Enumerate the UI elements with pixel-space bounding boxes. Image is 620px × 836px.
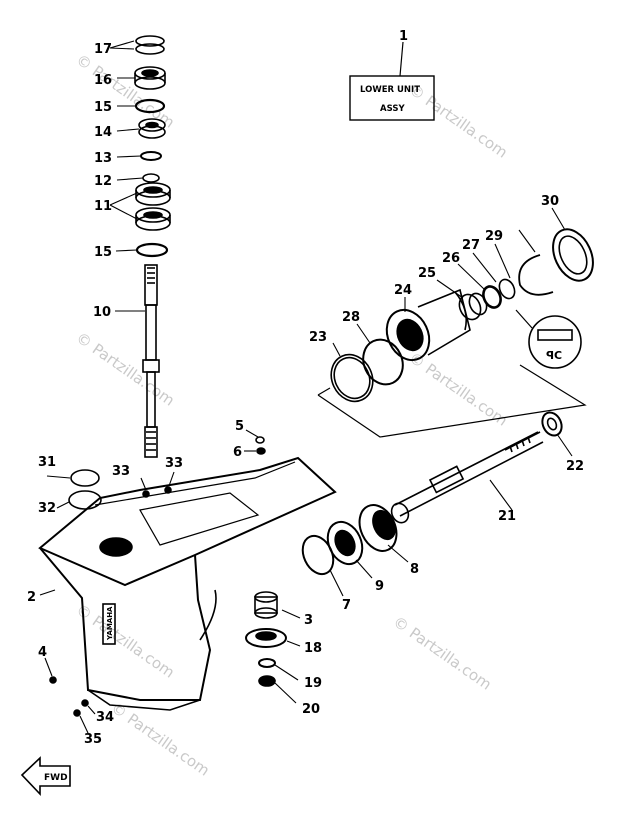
callout-14: 14: [94, 125, 112, 140]
part-30-ring-nut: [552, 228, 594, 282]
part-10-drive-shaft: [142, 264, 160, 458]
part-20-nut: [258, 675, 276, 687]
decal-text: YAMAHA: [106, 606, 114, 641]
callout-35: 35: [84, 732, 102, 747]
svg-text:ꟼC: ꟼC: [546, 349, 562, 362]
prop-shaft-housing-group: ꟼC: [317, 228, 594, 438]
watermark: © Partzilla.com: [73, 51, 178, 132]
part-14-bearing: [138, 118, 166, 139]
callout-3: 3: [304, 613, 313, 628]
title-box-line1: LOWER UNIT: [360, 85, 420, 95]
callout-24: 24: [394, 283, 412, 298]
part-22-washer: [541, 411, 563, 437]
part-13-washer: [140, 151, 162, 161]
callout-8: 8: [410, 562, 419, 577]
callout-4: 4: [38, 645, 47, 660]
callout-18: 18: [304, 641, 322, 656]
callout-29: 29: [485, 229, 503, 244]
part-32-o-ring: [68, 490, 102, 510]
fwd-arrow-icon: FWD: [20, 756, 71, 797]
callout-15: 15: [94, 100, 112, 115]
callout-17: 17: [94, 42, 112, 57]
part-3-bearing: [254, 591, 278, 619]
callout-16: 16: [94, 73, 112, 88]
part-23-o-ring: [330, 353, 374, 403]
part-6-washer: [256, 447, 266, 455]
callout-34: 34: [96, 710, 114, 725]
part-11-bearing: [135, 207, 171, 231]
callout-23: 23: [309, 330, 327, 345]
part-19-washer: [258, 658, 276, 668]
part-29-circlip: [518, 254, 554, 296]
part-33-dowel-pin: [164, 471, 175, 494]
callout-32: 32: [38, 501, 56, 516]
callout-20: 20: [302, 702, 320, 717]
part-8-forward-gear: [358, 502, 410, 552]
part-15-seal: [135, 242, 169, 258]
callout-25: 25: [418, 266, 436, 281]
callout-1: 1: [399, 29, 408, 44]
part-2-lower-casing: YAMAHA: [38, 456, 337, 711]
part-24-housing: [385, 288, 471, 362]
callout-6: 6: [233, 445, 242, 460]
part-4-plug: [49, 676, 57, 684]
callout-labels: 1 2 3 4 5 6 7 8 9 10 11 12 13 14 15 15 1…: [27, 29, 584, 747]
callout-22: 22: [566, 459, 584, 474]
part-34-washer: [81, 699, 89, 707]
detail-callout-circle: ꟼC: [515, 309, 582, 369]
callout-33: 33: [112, 464, 130, 479]
leader-lines: [39, 40, 573, 734]
callout-5: 5: [235, 419, 244, 434]
callout-2: 2: [27, 590, 36, 605]
watermark: © Partzilla.com: [73, 329, 178, 410]
callout-21: 21: [498, 509, 516, 524]
part-18-pinion: [245, 628, 287, 648]
callout-11: 11: [94, 199, 112, 214]
part-16-bushing: [134, 66, 166, 90]
callout-19: 19: [304, 676, 322, 691]
part-11-bearing: [135, 182, 171, 206]
watermark: © Partzilla.com: [108, 699, 213, 780]
callout-33: 33: [165, 456, 183, 471]
driveshaft-stack: [134, 35, 171, 458]
part-12-ring: [142, 173, 160, 183]
callout-12: 12: [94, 174, 112, 189]
callout-30: 30: [541, 194, 559, 209]
part-28-o-ring: [362, 338, 404, 386]
callout-9: 9: [375, 579, 384, 594]
part-33-dowel-pin: [140, 477, 150, 498]
part-31-o-ring: [70, 469, 100, 487]
callout-28: 28: [342, 310, 360, 325]
title-box-line2: ASSY: [380, 104, 405, 114]
part-21-propeller-shaft: [394, 431, 544, 517]
watermark: © Partzilla.com: [390, 613, 495, 694]
part-17-shim: [135, 35, 165, 47]
part-17-shim: [135, 43, 165, 55]
part-26-ring: [482, 285, 502, 309]
yamaha-decal: [102, 603, 116, 645]
part-5-washer: [255, 436, 265, 444]
callout-27: 27: [462, 238, 480, 253]
callout-26: 26: [442, 251, 460, 266]
watermark-layer: © Partzilla.com © Partzilla.com © Partzi…: [73, 51, 511, 780]
part-27-washer: [498, 278, 516, 300]
callout-15: 15: [94, 245, 112, 260]
callout-13: 13: [94, 151, 112, 166]
part-1-title-box: LOWER UNIT ASSY: [349, 41, 435, 121]
callout-31: 31: [38, 455, 56, 470]
callout-10: 10: [93, 305, 111, 320]
watermark: © Partzilla.com: [406, 81, 511, 162]
part-35-bolt: [73, 709, 81, 717]
watermark: © Partzilla.com: [73, 601, 178, 682]
watermark: © Partzilla.com: [406, 349, 511, 430]
fwd-label: FWD: [44, 773, 68, 783]
callout-7: 7: [342, 598, 351, 613]
part-9-bearing: [326, 520, 364, 566]
